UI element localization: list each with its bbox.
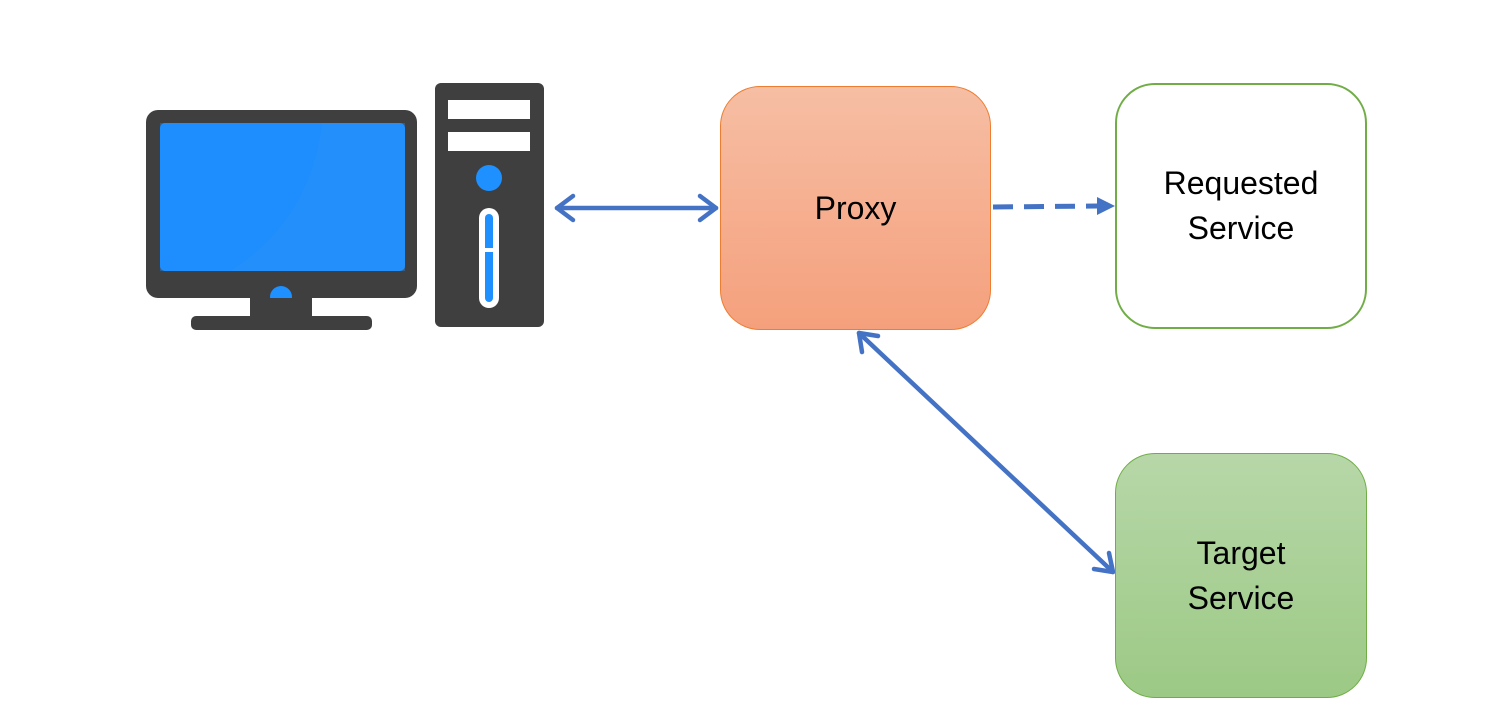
arrow-client-proxy	[554, 193, 719, 223]
target-service-node: Target Service	[1115, 453, 1367, 698]
arrow-proxy-requested-service	[992, 197, 1115, 215]
proxy-label: Proxy	[814, 189, 897, 226]
desktop-computer-icon	[146, 83, 544, 330]
arrow-proxy-target-service	[856, 330, 1116, 575]
tower-icon	[435, 83, 544, 327]
target-service-label: Target Service	[1187, 534, 1295, 616]
requested-service-label: Requested Service	[1163, 165, 1319, 246]
proxy-node: Proxy	[720, 86, 991, 330]
monitor-icon	[146, 110, 417, 330]
requested-service-node: Requested Service	[1115, 83, 1367, 329]
